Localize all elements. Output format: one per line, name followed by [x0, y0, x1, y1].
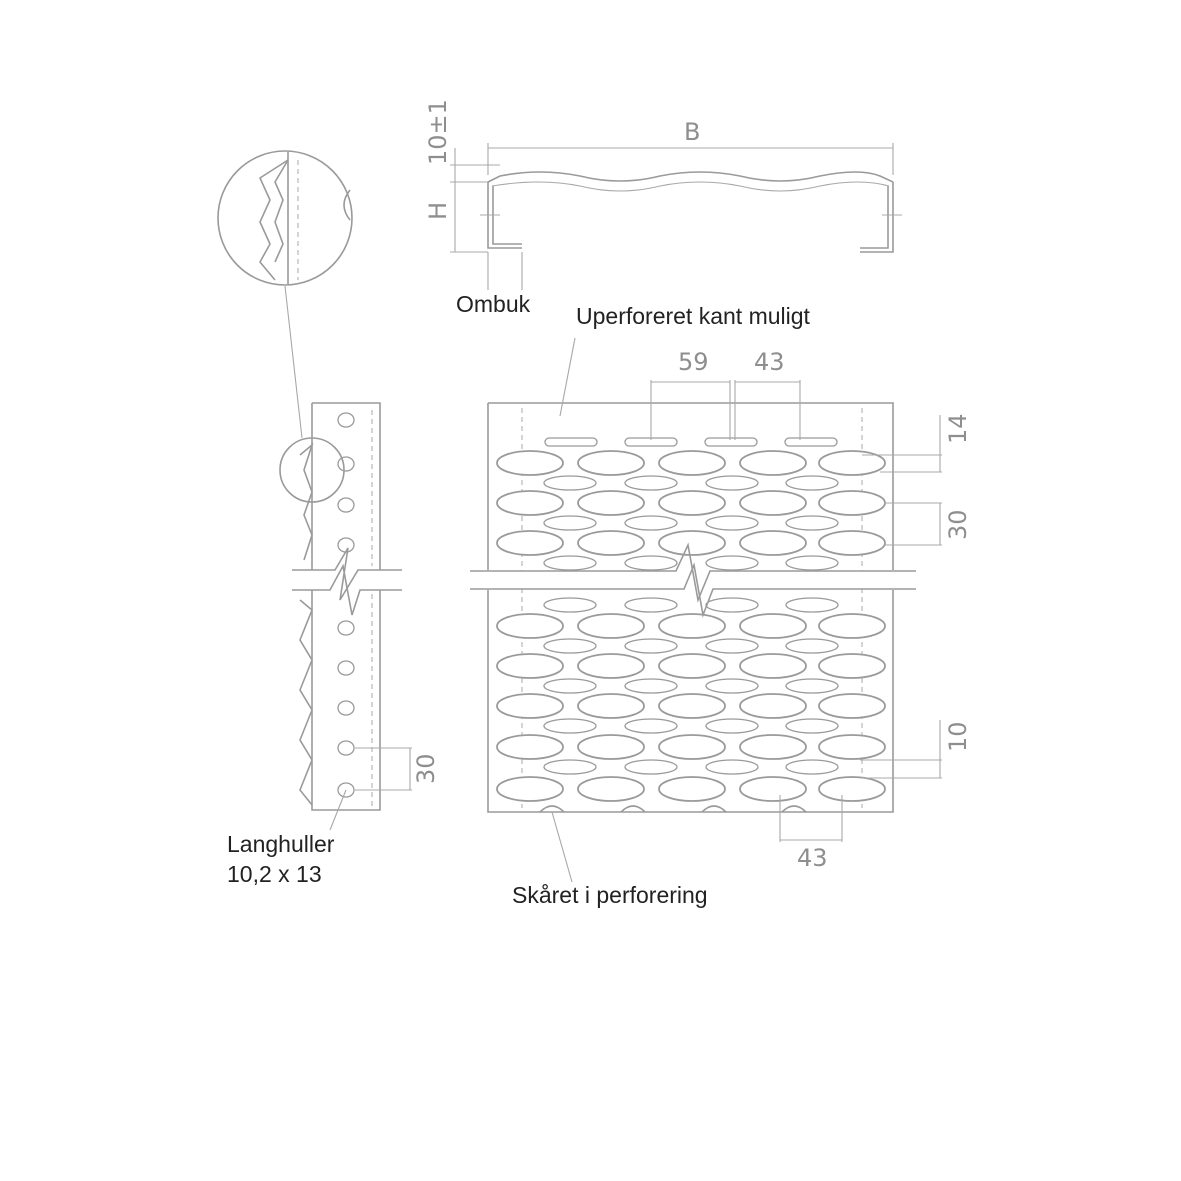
dim-width: B [684, 118, 700, 146]
plan-view [470, 402, 916, 813]
dim-top-pitch: 43 [754, 348, 785, 376]
side-view [279, 402, 412, 831]
detail-circle [217, 150, 353, 439]
dim-side-pitch: 30 [412, 753, 440, 784]
dim-row-pitch-right: 30 [944, 509, 972, 540]
dim-height: H [424, 202, 452, 220]
label-ombuk: Ombuk [456, 291, 531, 317]
dim-bottom-offset: 10 [944, 721, 972, 752]
cross-section-profile [450, 143, 902, 290]
label-uperforeret: Uperforeret kant muligt [576, 303, 811, 329]
label-langhuller-2: 10,2 x 13 [227, 861, 322, 887]
label-langhuller-1: Langhuller [227, 831, 335, 857]
dim-flange-height: 10±1 [424, 99, 452, 165]
label-skaret: Skåret i perforering [512, 882, 708, 908]
plan-dimensions [551, 337, 942, 883]
dim-top-gap: 59 [678, 348, 709, 376]
dim-edge-offset: 14 [944, 413, 972, 444]
dim-bottom-pitch: 43 [797, 844, 828, 872]
